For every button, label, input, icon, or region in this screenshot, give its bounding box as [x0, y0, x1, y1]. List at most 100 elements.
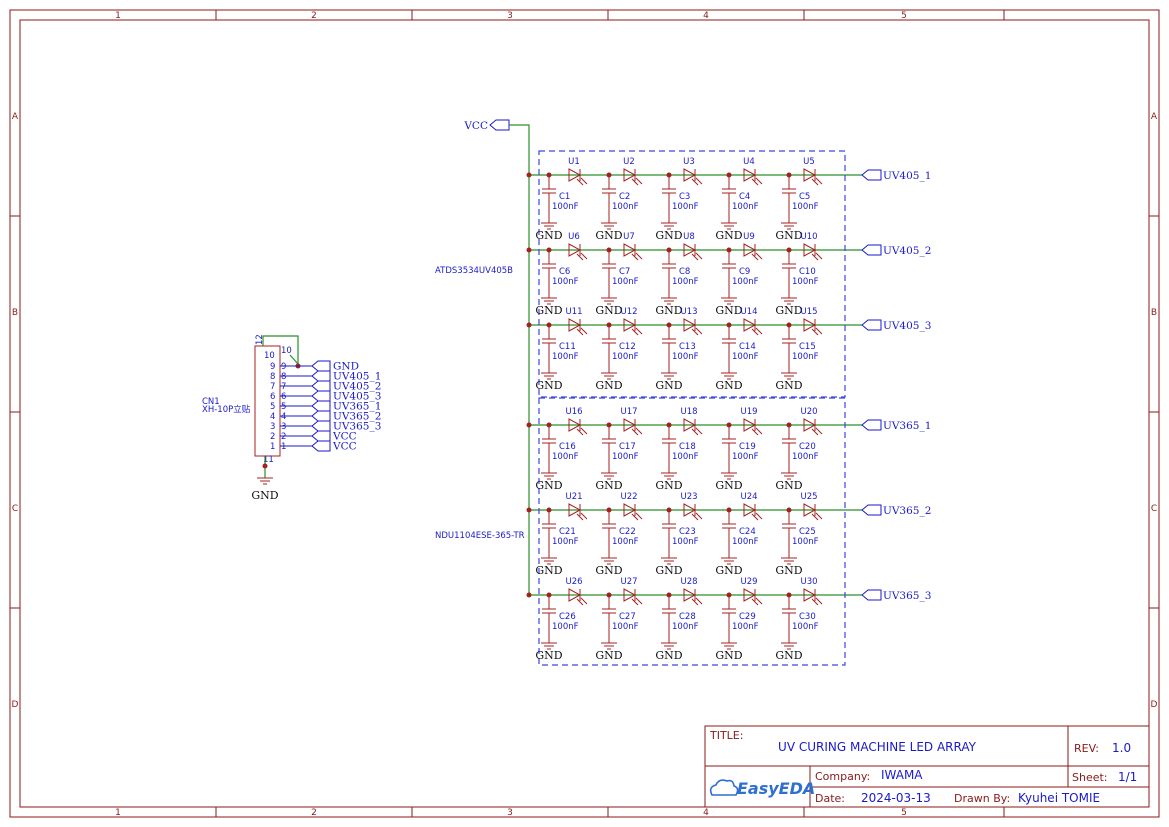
led-array: ATDS3534UV405BUV405_1U1C1100nFGNDU2C2100…	[435, 150, 931, 666]
net-label-UV365_3-flag	[861, 589, 882, 601]
net-label-UV365_2-flag	[861, 504, 882, 516]
gnd-label: GND	[595, 479, 622, 492]
cap-ref: C19	[739, 442, 756, 452]
cap-ref: C27	[619, 612, 636, 622]
led-ref: U22	[620, 492, 637, 502]
connector-net-flag	[311, 410, 331, 422]
cap-value: 100nF	[612, 277, 639, 287]
cap-ref: C8	[679, 267, 690, 277]
gnd-label: GND	[535, 649, 562, 662]
group-part-label: NDU1104ESE-365-TR	[435, 531, 525, 541]
pin-number-outer: 5	[270, 402, 275, 412]
cap-value: 100nF	[552, 277, 579, 287]
group-part-label: ATDS3534UV405B	[435, 266, 513, 276]
led-ref: U16	[565, 407, 582, 417]
cap-value: 100nF	[792, 352, 819, 362]
vcc-label: VCC	[463, 120, 488, 132]
junction	[526, 322, 532, 328]
led-ray	[751, 513, 759, 521]
gnd-label: GND	[595, 649, 622, 662]
connector-part: XH-10P立贴	[202, 404, 251, 415]
zone-col-label: 3	[507, 11, 513, 21]
led-ray	[811, 328, 819, 336]
net-label-UV365_3: UV365_3	[883, 590, 931, 602]
zone-col-label: 1	[115, 11, 121, 21]
gnd-label: GND	[715, 304, 742, 317]
connector-net-flag	[311, 400, 331, 412]
led-ray	[576, 253, 584, 261]
led-ray	[631, 428, 639, 436]
gnd-label: GND	[535, 304, 562, 317]
led-ref: U3	[683, 157, 695, 167]
led-symbol	[623, 318, 637, 332]
led-symbol	[803, 168, 817, 182]
cap-value: 100nF	[792, 277, 819, 287]
cap-ref: C26	[559, 612, 576, 622]
cap-value: 100nF	[732, 622, 759, 632]
gnd-label: GND	[535, 379, 562, 392]
cap-ref: C20	[799, 442, 816, 452]
led-symbol	[568, 503, 582, 517]
led-ref: U8	[683, 232, 695, 242]
led-symbol	[743, 418, 757, 432]
outer-frame	[9, 9, 1160, 818]
led-symbol	[743, 243, 757, 257]
zone-row-label: C	[1151, 504, 1157, 514]
group-box	[538, 397, 846, 666]
zone-col-label: 3	[507, 808, 513, 818]
gnd-label: GND	[715, 564, 742, 577]
pin-11: 11	[263, 455, 274, 465]
led-symbol	[623, 418, 637, 432]
led-ref: U9	[743, 232, 755, 242]
led-ray	[755, 597, 763, 605]
led-ref: U15	[800, 307, 817, 317]
gnd-label: GND	[655, 564, 682, 577]
led-ray	[755, 327, 763, 335]
led-ray	[691, 178, 699, 186]
cap-ref: C16	[559, 442, 576, 452]
led-ref: U30	[800, 577, 817, 587]
led-ray	[811, 428, 819, 436]
led-ray	[580, 327, 588, 335]
junction	[262, 463, 268, 469]
led-ray	[691, 253, 699, 261]
led-ray	[635, 177, 643, 185]
drawn-value: Kyuhei TOMIE	[1018, 791, 1100, 805]
led-ray	[635, 512, 643, 520]
zone-row-label: B	[12, 308, 18, 318]
gnd-label: GND	[655, 649, 682, 662]
led-symbol	[683, 588, 697, 602]
led-ray	[755, 177, 763, 185]
pin-10-right: 10	[281, 346, 292, 356]
zone-row-label: A	[12, 112, 19, 122]
led-ray	[576, 328, 584, 336]
led-ray	[811, 253, 819, 261]
net-label-UV405_3-flag	[861, 319, 882, 331]
connector-net-label: UV365_1	[333, 401, 381, 413]
led-ray	[576, 598, 584, 606]
cap-value: 100nF	[612, 622, 639, 632]
gnd-label: GND	[535, 564, 562, 577]
cap-ref: C7	[619, 267, 630, 277]
led-ref: U6	[568, 232, 580, 242]
led-ref: U26	[565, 577, 582, 587]
pin-10-left: 10	[264, 351, 275, 361]
led-ray	[580, 512, 588, 520]
led-ray	[695, 252, 703, 260]
cap-value: 100nF	[672, 277, 699, 287]
led-symbol	[803, 318, 817, 332]
title-label: TITLE:	[709, 729, 743, 742]
gnd-label: GND	[715, 479, 742, 492]
connector-net-label: VCC	[332, 441, 357, 453]
led-symbol	[623, 243, 637, 257]
cap-ref: C14	[739, 342, 756, 352]
junction	[526, 592, 532, 598]
connector-net-label: VCC	[332, 431, 357, 443]
cap-ref: C17	[619, 442, 636, 452]
pin12-wire	[262, 335, 299, 366]
cap-value: 100nF	[792, 452, 819, 462]
zone-col-label: 4	[703, 808, 709, 818]
led-ref: U7	[623, 232, 635, 242]
